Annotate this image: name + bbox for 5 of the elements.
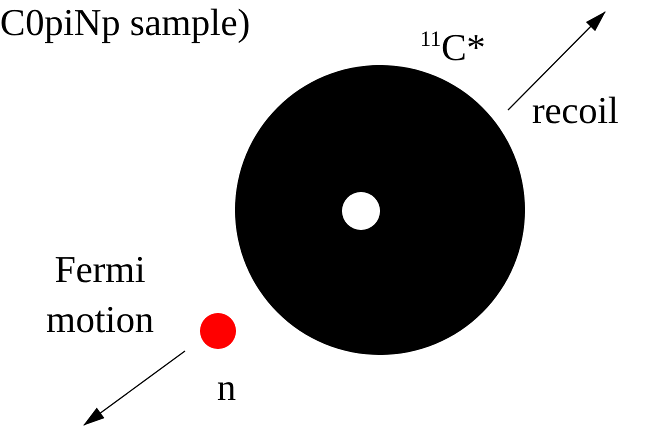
nucleus-label: $^{11}$C* [420,25,486,71]
fermi-motion-label: Fermi motion [45,248,155,343]
neutron-label: n [217,366,236,411]
caption-text: C0piNp sample) [0,1,250,46]
recoil-label: recoil [532,89,619,134]
